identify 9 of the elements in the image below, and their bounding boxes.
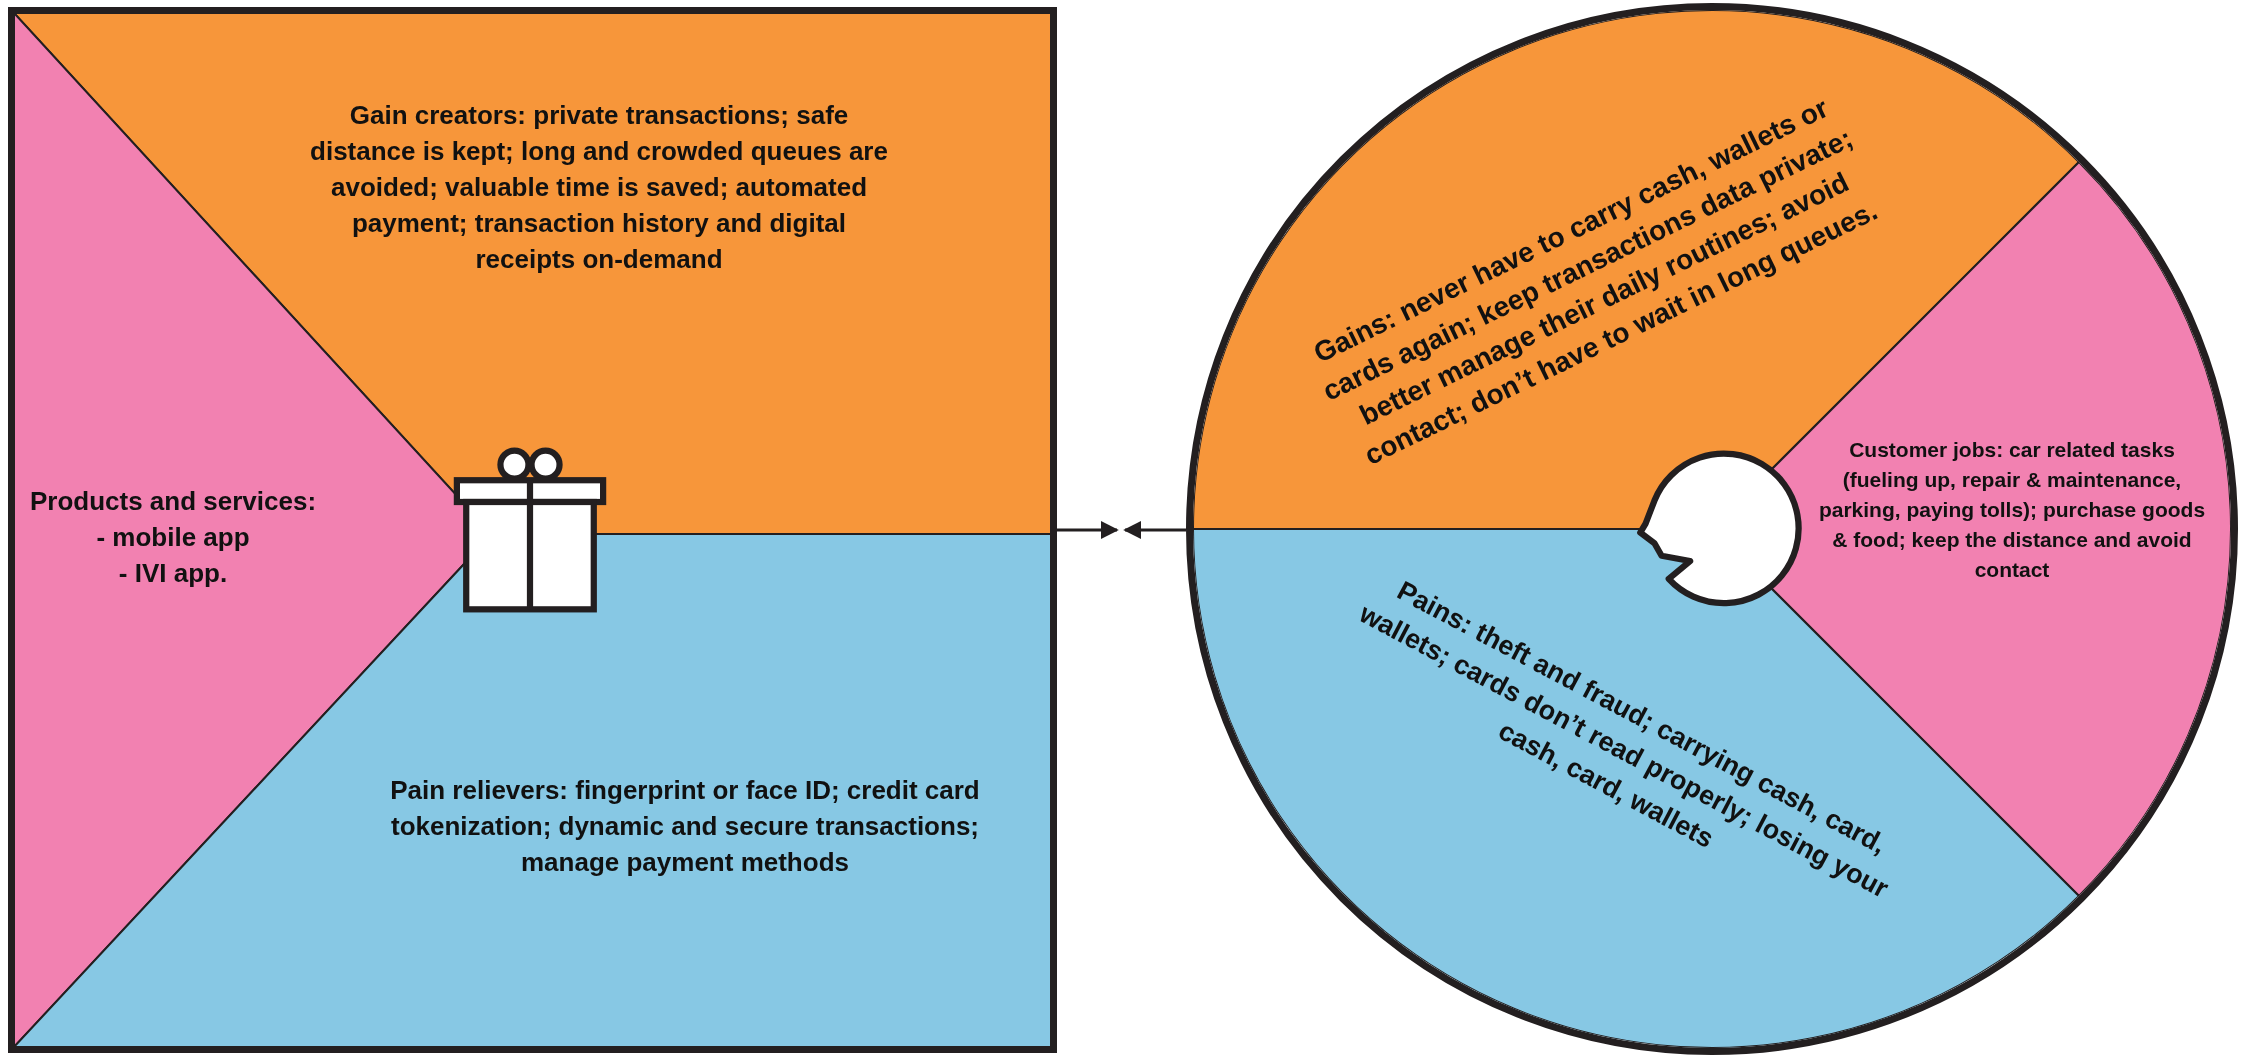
- value-map-square: [8, 7, 1057, 1053]
- section-text: Pain relievers: fingerprint or face ID; credit card tokenization; dynamic and secure transactions; manage payment methods: [390, 774, 980, 879]
- arrow: [1123, 521, 1186, 539]
- section-text: Gain creators: private transactions; safe distance is kept; long and crowded queues are avoided; valuable time is saved; automated payment; transaction history and digital receipts on-demand: [309, 99, 889, 276]
- section-text: Products and services:: [29, 485, 317, 518]
- section-text: - IVI app.: [118, 557, 228, 590]
- arrow: [1057, 521, 1119, 539]
- section-text: Customer jobs: car related tasks (fueling up, repair & maintenance, parking, paying tolls); purchase goods & food; keep the distance and avoid contact: [1817, 437, 2207, 583]
- section-text: - mobile app: [96, 521, 250, 554]
